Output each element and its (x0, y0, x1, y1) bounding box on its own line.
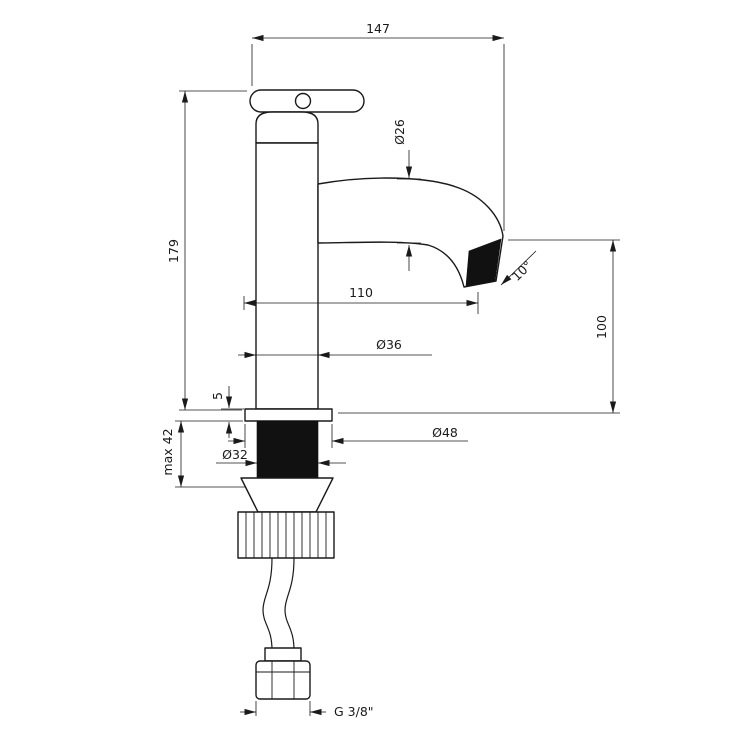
hose-edge-right (284, 557, 295, 651)
base-plate (244, 408, 333, 422)
mounting-nut (237, 511, 335, 559)
dim-label-spout-height: 100 (594, 315, 609, 339)
dim-label-body-diameter: Ø36 (376, 337, 402, 352)
dim-label-max-deck-thickness: max 42 (160, 428, 175, 475)
knurling-lines (245, 512, 327, 558)
dim-label-spout-tube-diameter: Ø26 (392, 119, 407, 145)
lever-pivot-cap (294, 92, 312, 110)
dim-label-total-height: 179 (166, 239, 181, 263)
dim-spout-angle (500, 250, 537, 286)
dim-connection-thread (240, 701, 326, 716)
dim-base-diameter (228, 424, 468, 448)
faucet-cap (255, 111, 319, 144)
aerator-outlet (465, 238, 502, 287)
dim-spout-height (338, 239, 620, 414)
faucet-figure (237, 89, 504, 700)
supply-hose (262, 557, 295, 651)
dim-label-base-plate-height: 5 (210, 392, 225, 400)
hose-edge-left (262, 557, 273, 651)
dim-total-height (179, 90, 247, 411)
dim-label-spout-angle: 10° (509, 258, 535, 284)
dim-overall-depth (251, 34, 505, 231)
dim-label-spout-reach: 110 (349, 285, 373, 300)
dim-spout-reach (243, 292, 479, 314)
dim-max-deck-thickness (175, 420, 246, 488)
mounting-washer (240, 477, 334, 513)
leader-line (500, 250, 537, 286)
dim-label-shank-diameter: Ø32 (222, 447, 248, 462)
dim-label-overall-depth: 147 (366, 21, 390, 36)
faucet-body (255, 142, 319, 410)
hose-connector (255, 647, 311, 700)
dim-label-connection-thread: G 3/8" (334, 704, 374, 719)
dim-spout-tube-diameter (397, 150, 421, 271)
mounting-shank (256, 420, 319, 479)
dim-label-base-diameter: Ø48 (432, 425, 458, 440)
connector-collar (264, 647, 302, 662)
dim-base-plate-height (221, 386, 244, 438)
connector-hex-nut (255, 660, 311, 700)
